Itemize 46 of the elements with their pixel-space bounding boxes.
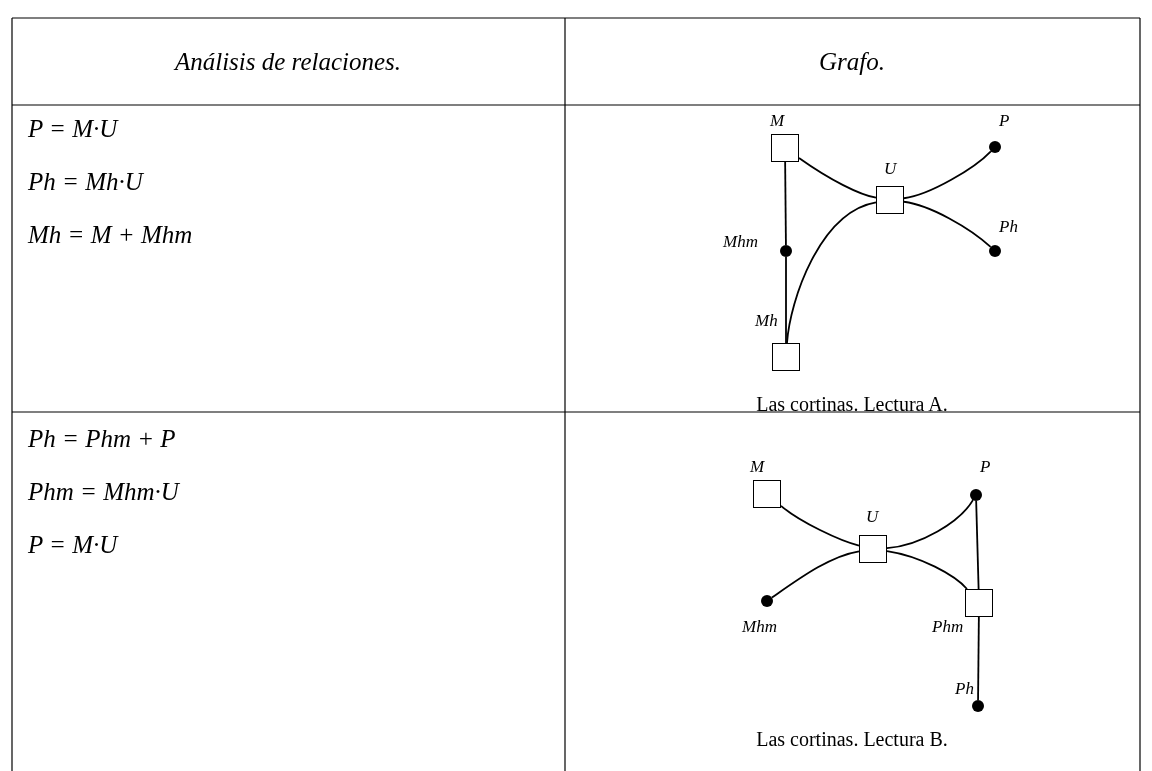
column-header: Grafo. [819,48,885,76]
figure-caption: Las cortinas. Lectura B. [756,728,948,750]
connector-line [977,616,980,701]
connector-line [786,201,877,344]
node-label: U [866,508,879,527]
dot-node [989,245,1001,257]
node-label: Mhm [742,618,777,637]
node-label: M [750,458,765,477]
connector-line [798,157,877,199]
connector-line [784,161,787,246]
connector-line [785,256,787,344]
square-node [876,186,904,214]
square-node [965,589,993,617]
connector-line [975,500,980,590]
square-node [753,480,781,508]
node-label: Ph [999,218,1018,237]
equation: P = M·U [28,115,118,143]
equation: P = M·U [28,531,118,559]
connector-line [886,499,974,549]
connector-line [780,505,860,547]
node-label: Ph [955,680,974,699]
equation: Mh = M + Mhm [28,221,193,249]
dot-node [970,489,982,501]
node-label: P [999,112,1010,131]
connector-line [886,550,968,590]
square-node [859,535,887,563]
dot-node [972,700,984,712]
dot-node [761,595,773,607]
column-header: Análisis de relaciones. [174,48,402,76]
dot-node [989,141,1001,153]
figure-caption: Las cortinas. Lectura A. [756,393,948,415]
node-label: Mhm [723,233,758,252]
connector-line [903,150,992,200]
node-label: M [770,112,785,131]
square-node [772,343,800,371]
dot-node [780,245,792,257]
equation: Ph = Phm + P [28,425,176,453]
square-node [771,134,799,162]
node-label: Mh [755,312,778,331]
node-label: Phm [932,618,964,637]
connector-line [903,200,992,248]
node-label: P [980,458,991,477]
node-label: U [884,160,897,179]
equation: Ph = Mh·U [28,168,143,196]
connector-line [771,550,860,599]
equation: Phm = Mhm·U [28,478,179,506]
